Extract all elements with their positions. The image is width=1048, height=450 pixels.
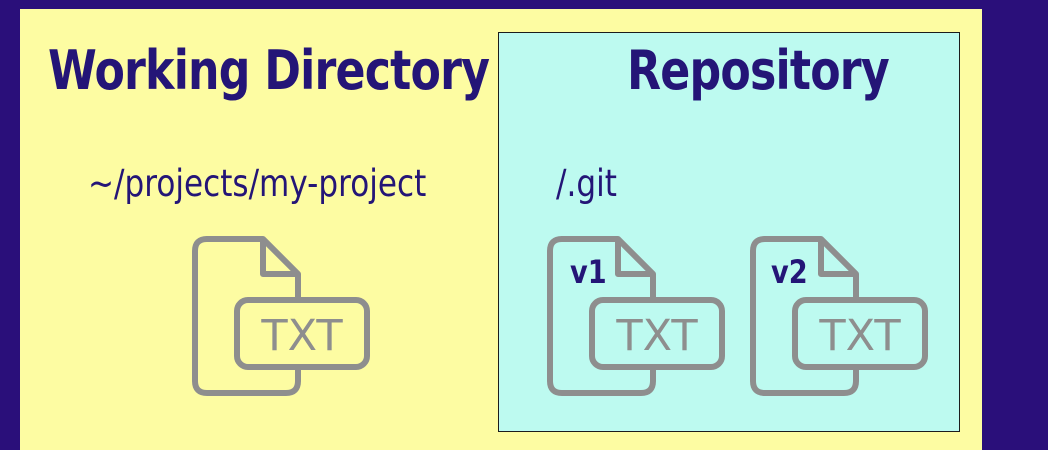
txt-file-icon-label: TXT (615, 311, 698, 361)
working-directory-path: ~/projects/my-project (88, 162, 427, 205)
txt-file-icon: TXT (545, 234, 730, 399)
txt-file-icon: TXT (190, 234, 375, 399)
version-label-v1: v1 (570, 253, 607, 291)
repository-path: /.git (556, 162, 617, 205)
txt-file-icon-label: TXT (260, 311, 343, 361)
txt-file-icon: TXT (748, 234, 933, 399)
working-directory-title: Working Directory (48, 39, 490, 102)
repository-title: Repository (627, 39, 890, 102)
txt-file-icon-label: TXT (818, 311, 901, 361)
version-label-v2: v2 (771, 253, 808, 291)
